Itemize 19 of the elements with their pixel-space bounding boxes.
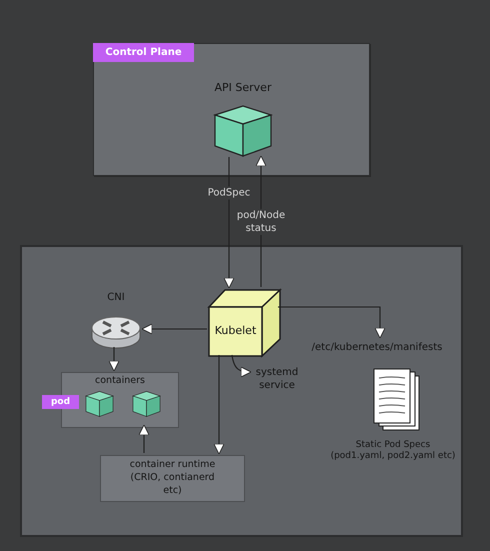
pod-tag: pod [42, 395, 79, 409]
component-label: Kubelet [214, 324, 258, 338]
node-panel [20, 245, 463, 537]
arrow [142, 324, 207, 334]
arrow [214, 355, 224, 454]
group-title: containers [94, 375, 146, 387]
component-title: CNI [106, 292, 126, 304]
arrow [108, 347, 120, 372]
component-title: API Server [214, 81, 272, 95]
edge-label: PodSpec [206, 186, 252, 200]
caption-text: Static Pod Specs (pod1.yaml, pod2.yaml etc) [330, 440, 456, 462]
arrow [138, 424, 150, 453]
text-label: /etc/kubernetes/manifests [310, 341, 444, 356]
arrow [278, 306, 386, 338]
panel-title-tag: Control Plane [93, 43, 194, 62]
text-label: systemd service [254, 366, 300, 393]
arrow [224, 157, 234, 288]
arrow [231, 354, 252, 378]
panel-background [93, 43, 370, 176]
